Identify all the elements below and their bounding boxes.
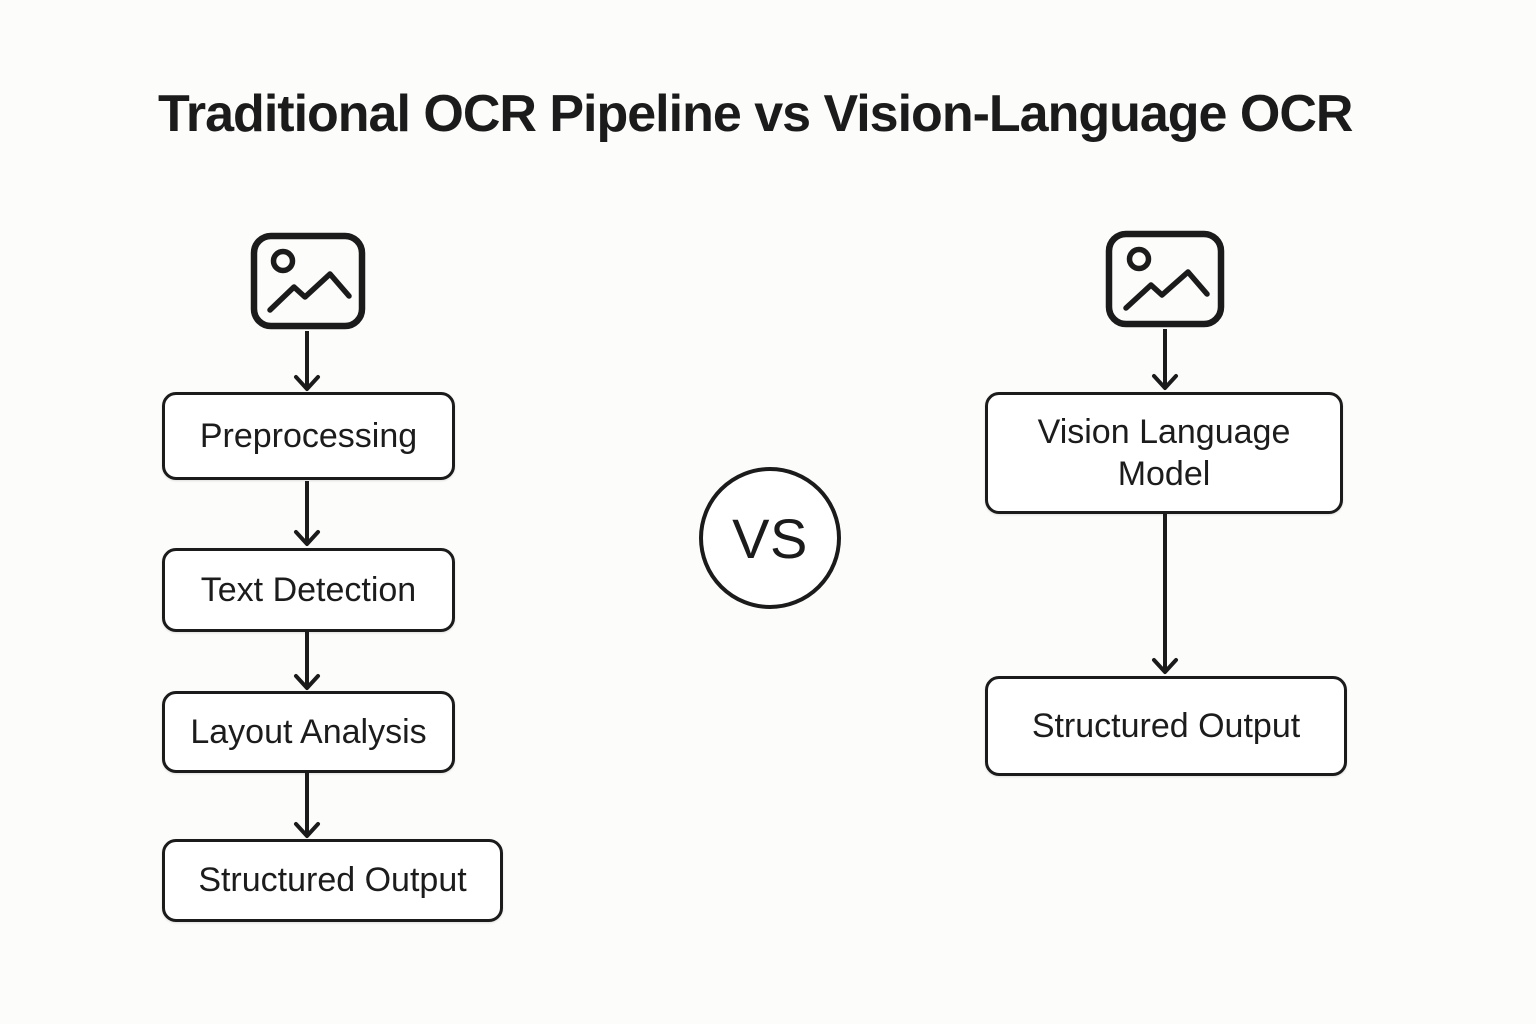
node-label: Preprocessing — [199, 416, 418, 455]
node-label: Structured Output — [198, 861, 467, 900]
down-arrow-icon — [294, 331, 320, 391]
node-vision-language-model: Vision Language Model — [985, 392, 1343, 514]
node-structured-output-right: Structured Output — [985, 676, 1347, 776]
diagram-title: Traditional OCR Pipeline vs Vision-Langu… — [158, 85, 1353, 143]
vs-badge: VS — [699, 467, 841, 609]
vs-label: VS — [732, 506, 808, 570]
node-text-detection: Text Detection — [162, 548, 455, 632]
down-arrow-icon — [294, 773, 320, 838]
image-icon — [1105, 230, 1225, 333]
down-arrow-icon — [294, 481, 320, 546]
node-label: Text Detection — [200, 570, 417, 609]
node-label: Vision Language Model — [1037, 412, 1291, 494]
node-structured-output-left: Structured Output — [162, 839, 503, 922]
down-arrow-icon — [294, 631, 320, 690]
node-label: Structured Output — [1031, 706, 1301, 745]
down-arrow-icon — [1152, 329, 1178, 390]
node-label: Layout Analysis — [190, 712, 427, 751]
image-icon — [250, 232, 366, 335]
node-layout-analysis: Layout Analysis — [162, 691, 455, 773]
node-preprocessing: Preprocessing — [162, 392, 455, 480]
down-arrow-icon — [1152, 514, 1178, 674]
